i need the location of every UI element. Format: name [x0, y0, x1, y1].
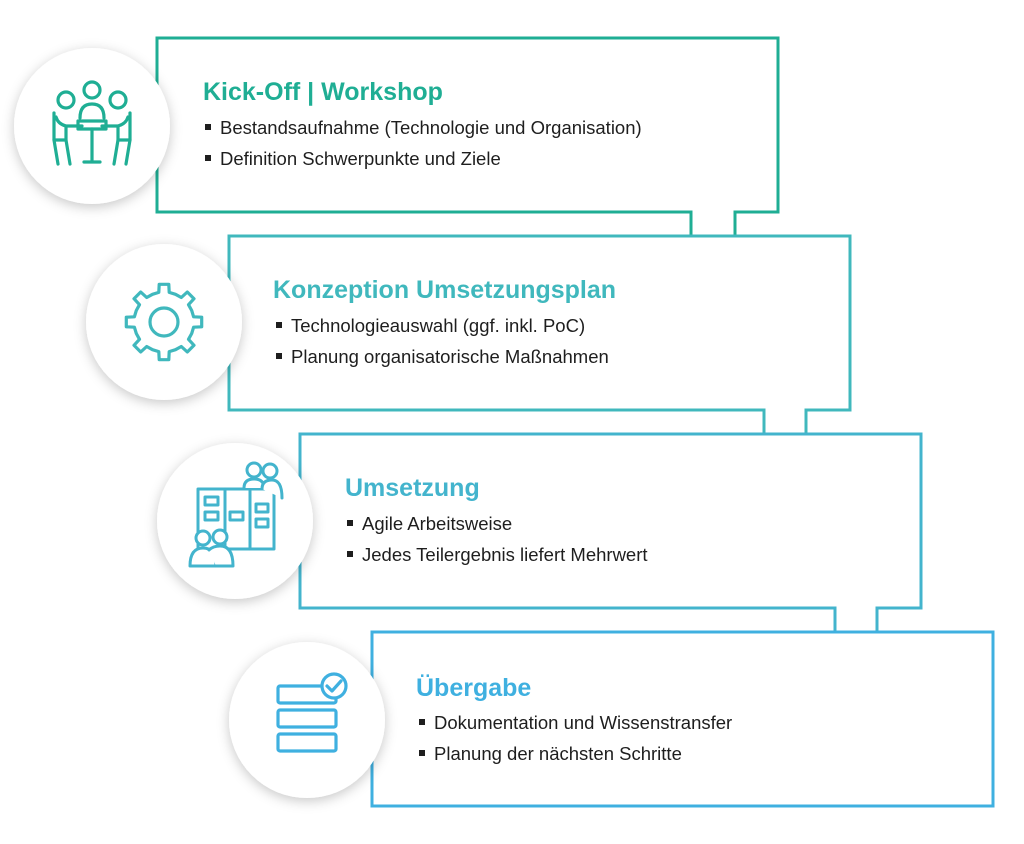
bullet-marker	[419, 719, 425, 725]
step-kickoff: Kick-Off | Workshop Bestandsaufnahme (Te…	[14, 36, 780, 293]
icon-circle	[86, 244, 242, 400]
step-title: Konzeption Umsetzungsplan	[273, 276, 616, 304]
bullet-item: Agile Arbeitsweise	[362, 513, 512, 534]
step-title: Kick-Off | Workshop	[203, 78, 443, 106]
checked-stack-icon	[276, 672, 348, 753]
bullet-marker	[347, 551, 353, 557]
bullet-marker	[276, 353, 282, 359]
bullet-item: Planung der nächsten Schritte	[434, 743, 682, 764]
bullet-item: Technologieauswahl (ggf. inkl. PoC)	[291, 315, 585, 336]
bullet-marker	[205, 124, 211, 130]
icon-circle	[14, 48, 170, 204]
gear-icon	[124, 282, 204, 362]
bullet-marker	[347, 520, 353, 526]
bullet-item: Jedes Teilergebnis liefert Mehrwert	[362, 544, 648, 565]
bullet-item: Bestandsaufnahme (Technologie und Organi…	[220, 117, 642, 138]
meeting-people-icon	[52, 80, 132, 166]
bullet-marker	[276, 322, 282, 328]
kanban-board-team-icon	[188, 461, 284, 568]
bullet-marker	[205, 155, 211, 161]
step-uebergabe: Übergabe Dokumentation und Wissenstransf…	[229, 630, 995, 808]
bullet-item: Definition Schwerpunkte und Ziele	[220, 148, 501, 169]
step-title: Übergabe	[416, 673, 531, 702]
bullet-item: Dokumentation und Wissenstransfer	[434, 712, 732, 733]
bullet-marker	[419, 750, 425, 756]
icon-circle	[229, 642, 385, 798]
step-title: Umsetzung	[345, 474, 480, 502]
step-umsetzung: Umsetzung Agile Arbeitsweise Jedes Teile…	[157, 432, 923, 688]
step-konzeption: Konzeption Umsetzungsplan Technologieaus…	[86, 234, 852, 490]
bullet-item: Planung organisatorische Maßnahmen	[291, 346, 609, 367]
